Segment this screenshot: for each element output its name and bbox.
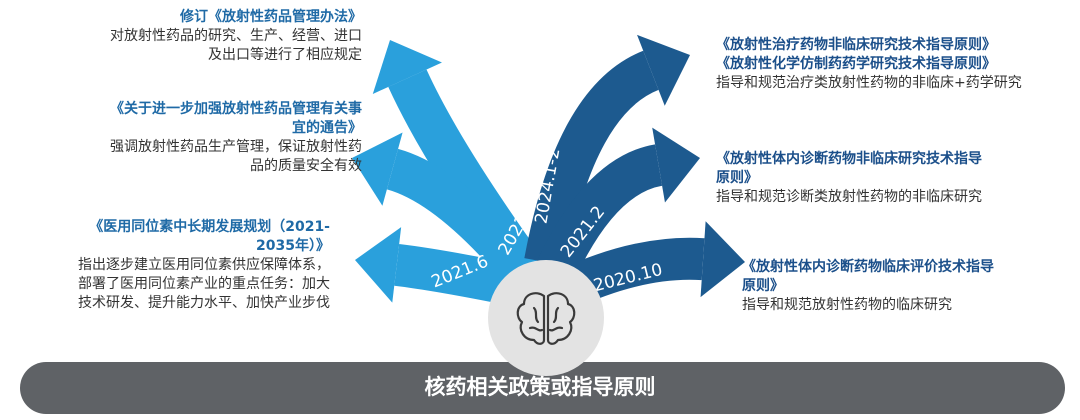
left-arrow-1-head (372, 40, 442, 94)
left-block-2: 《关于进一步加强放射性药品管理有关事宜的通告》强调放射性药品生产管理，保证放射性… (10, 100, 362, 176)
right-block-1: 《放射性治疗药物非临床研究技术指导原则》《放射性化学仿制药药学研究技术指导原则》… (716, 36, 1076, 93)
center-circle (488, 260, 604, 376)
right-title-2-2: 原则》 (716, 170, 758, 186)
left-desc-2-1: 强调放射性药品生产管理，保证放射性药 (110, 139, 362, 155)
right-desc-2-1: 指导和规范诊断类放射性药物的非临床研究 (716, 189, 982, 205)
right-arrow-3-head (700, 221, 745, 298)
right-block-2: 《放射性体内诊断药物非临床研究技术指导原则》指导和规范诊断类放射性药物的非临床研… (716, 150, 1076, 207)
left-title-1-1: 修订《放射性药品管理办法》 (180, 9, 362, 25)
right-title-3-2: 原则》 (742, 278, 784, 294)
right-arrow-2-head (652, 127, 700, 203)
right-title-2-1: 《放射性体内诊断药物非临床研究技术指导 (716, 151, 982, 167)
left-arrow-2-body (386, 148, 542, 289)
right-block-3: 《放射性体内诊断药物临床评价技术指导原则》指导和规范放射性药物的临床研究 (742, 258, 1078, 315)
footer-label: 核药相关政策或指导原则 (424, 375, 656, 399)
left-title-2-2: 宜的通告》 (292, 120, 362, 136)
left-desc-1-1: 对放射性药品的研究、生产、经营、进口 (110, 28, 362, 44)
left-arrow-2-head (352, 132, 403, 206)
left-desc-3-3: 技术研发、提升能力水平、加快产业步伐 (78, 295, 330, 311)
right-title-3-1: 《放射性体内诊断药物临床评价技术指导 (742, 259, 994, 275)
left-block-3: 《医用同位素中长期发展规划（2021- 2035年）》指出逐步建立医用同位素供应保… (10, 218, 330, 313)
left-title-3-2: 2035年）》 (256, 238, 330, 254)
left-desc-3-2: 部署了医用同位素产业的重点任务：加大 (78, 276, 330, 292)
left-arrow-3-head (355, 227, 402, 303)
right-arrow-2-body (535, 144, 664, 281)
left-title-3-1: 《医用同位素中长期发展规划（2021- (89, 219, 330, 235)
right-title-1-1: 《放射性治疗药物非临床研究技术指导原则》 (716, 37, 996, 53)
right-arrow-1-head (637, 34, 690, 106)
left-title-2-1: 《关于进一步加强放射性药品管理有关事 (110, 101, 362, 117)
right-desc-3-1: 指导和规范放射性药物的临床研究 (742, 297, 952, 313)
right-arrow-1-body (524, 50, 660, 266)
left-block-1: 修订《放射性药品管理办法》对放射性药品的研究、生产、经营、进口及出口等进行了相应… (40, 8, 362, 65)
left-desc-3-1: 指出逐步建立医用同位素供应保障体系， (78, 257, 330, 273)
brain-icon (516, 292, 576, 345)
right-desc-1-1: 指导和规范治疗类放射性药物的非临床+药学研究 (716, 75, 1022, 91)
footer-bar (20, 362, 1065, 414)
left-date-1: 2022.3 (493, 81, 536, 143)
left-desc-2-2: 品的质量安全有效 (250, 158, 362, 174)
right-title-1-2: 《放射性化学仿制药药学研究技术指导原则》 (716, 56, 996, 72)
left-desc-1-2: 及出口等进行了相应规定 (208, 47, 362, 63)
